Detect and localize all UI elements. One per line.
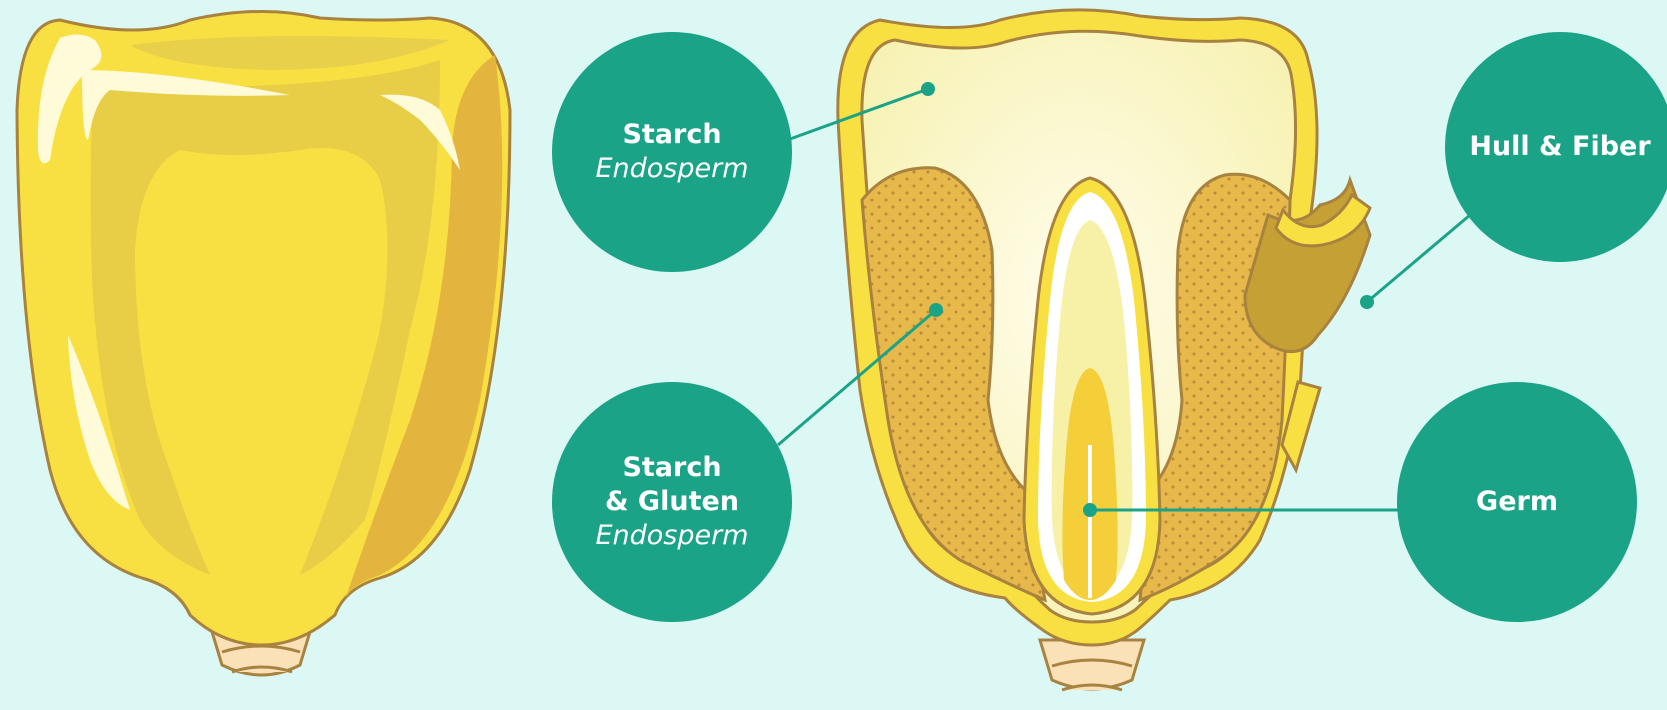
cross-section-kernel xyxy=(838,10,1370,690)
label-starch-title: Starch xyxy=(622,118,721,152)
label-starch-gluten-line2: & Gluten xyxy=(605,485,739,519)
label-starch-endosperm: Starch Endosperm xyxy=(552,32,792,272)
label-hull-fiber: Hull & Fiber xyxy=(1445,32,1667,262)
label-starch-gluten-endosperm: Starch & Gluten Endosperm xyxy=(552,382,792,622)
cross-section-tip-cap xyxy=(1040,640,1144,690)
label-starch-subtitle: Endosperm xyxy=(595,152,748,186)
leader-dot-germ xyxy=(1083,503,1097,517)
label-germ: Germ xyxy=(1397,382,1637,622)
label-starch-gluten-line1: Starch xyxy=(622,451,721,485)
leader-dot-starch-gluten xyxy=(929,303,943,317)
label-hull-fiber-title: Hull & Fiber xyxy=(1469,130,1650,164)
leader-line-hull-fiber xyxy=(1367,215,1470,302)
leader-dot-starch xyxy=(921,82,935,96)
label-starch-gluten-subtitle: Endosperm xyxy=(595,519,748,553)
leader-dot-hull-fiber xyxy=(1360,295,1374,309)
whole-kernel xyxy=(17,11,510,675)
label-germ-title: Germ xyxy=(1476,485,1558,519)
